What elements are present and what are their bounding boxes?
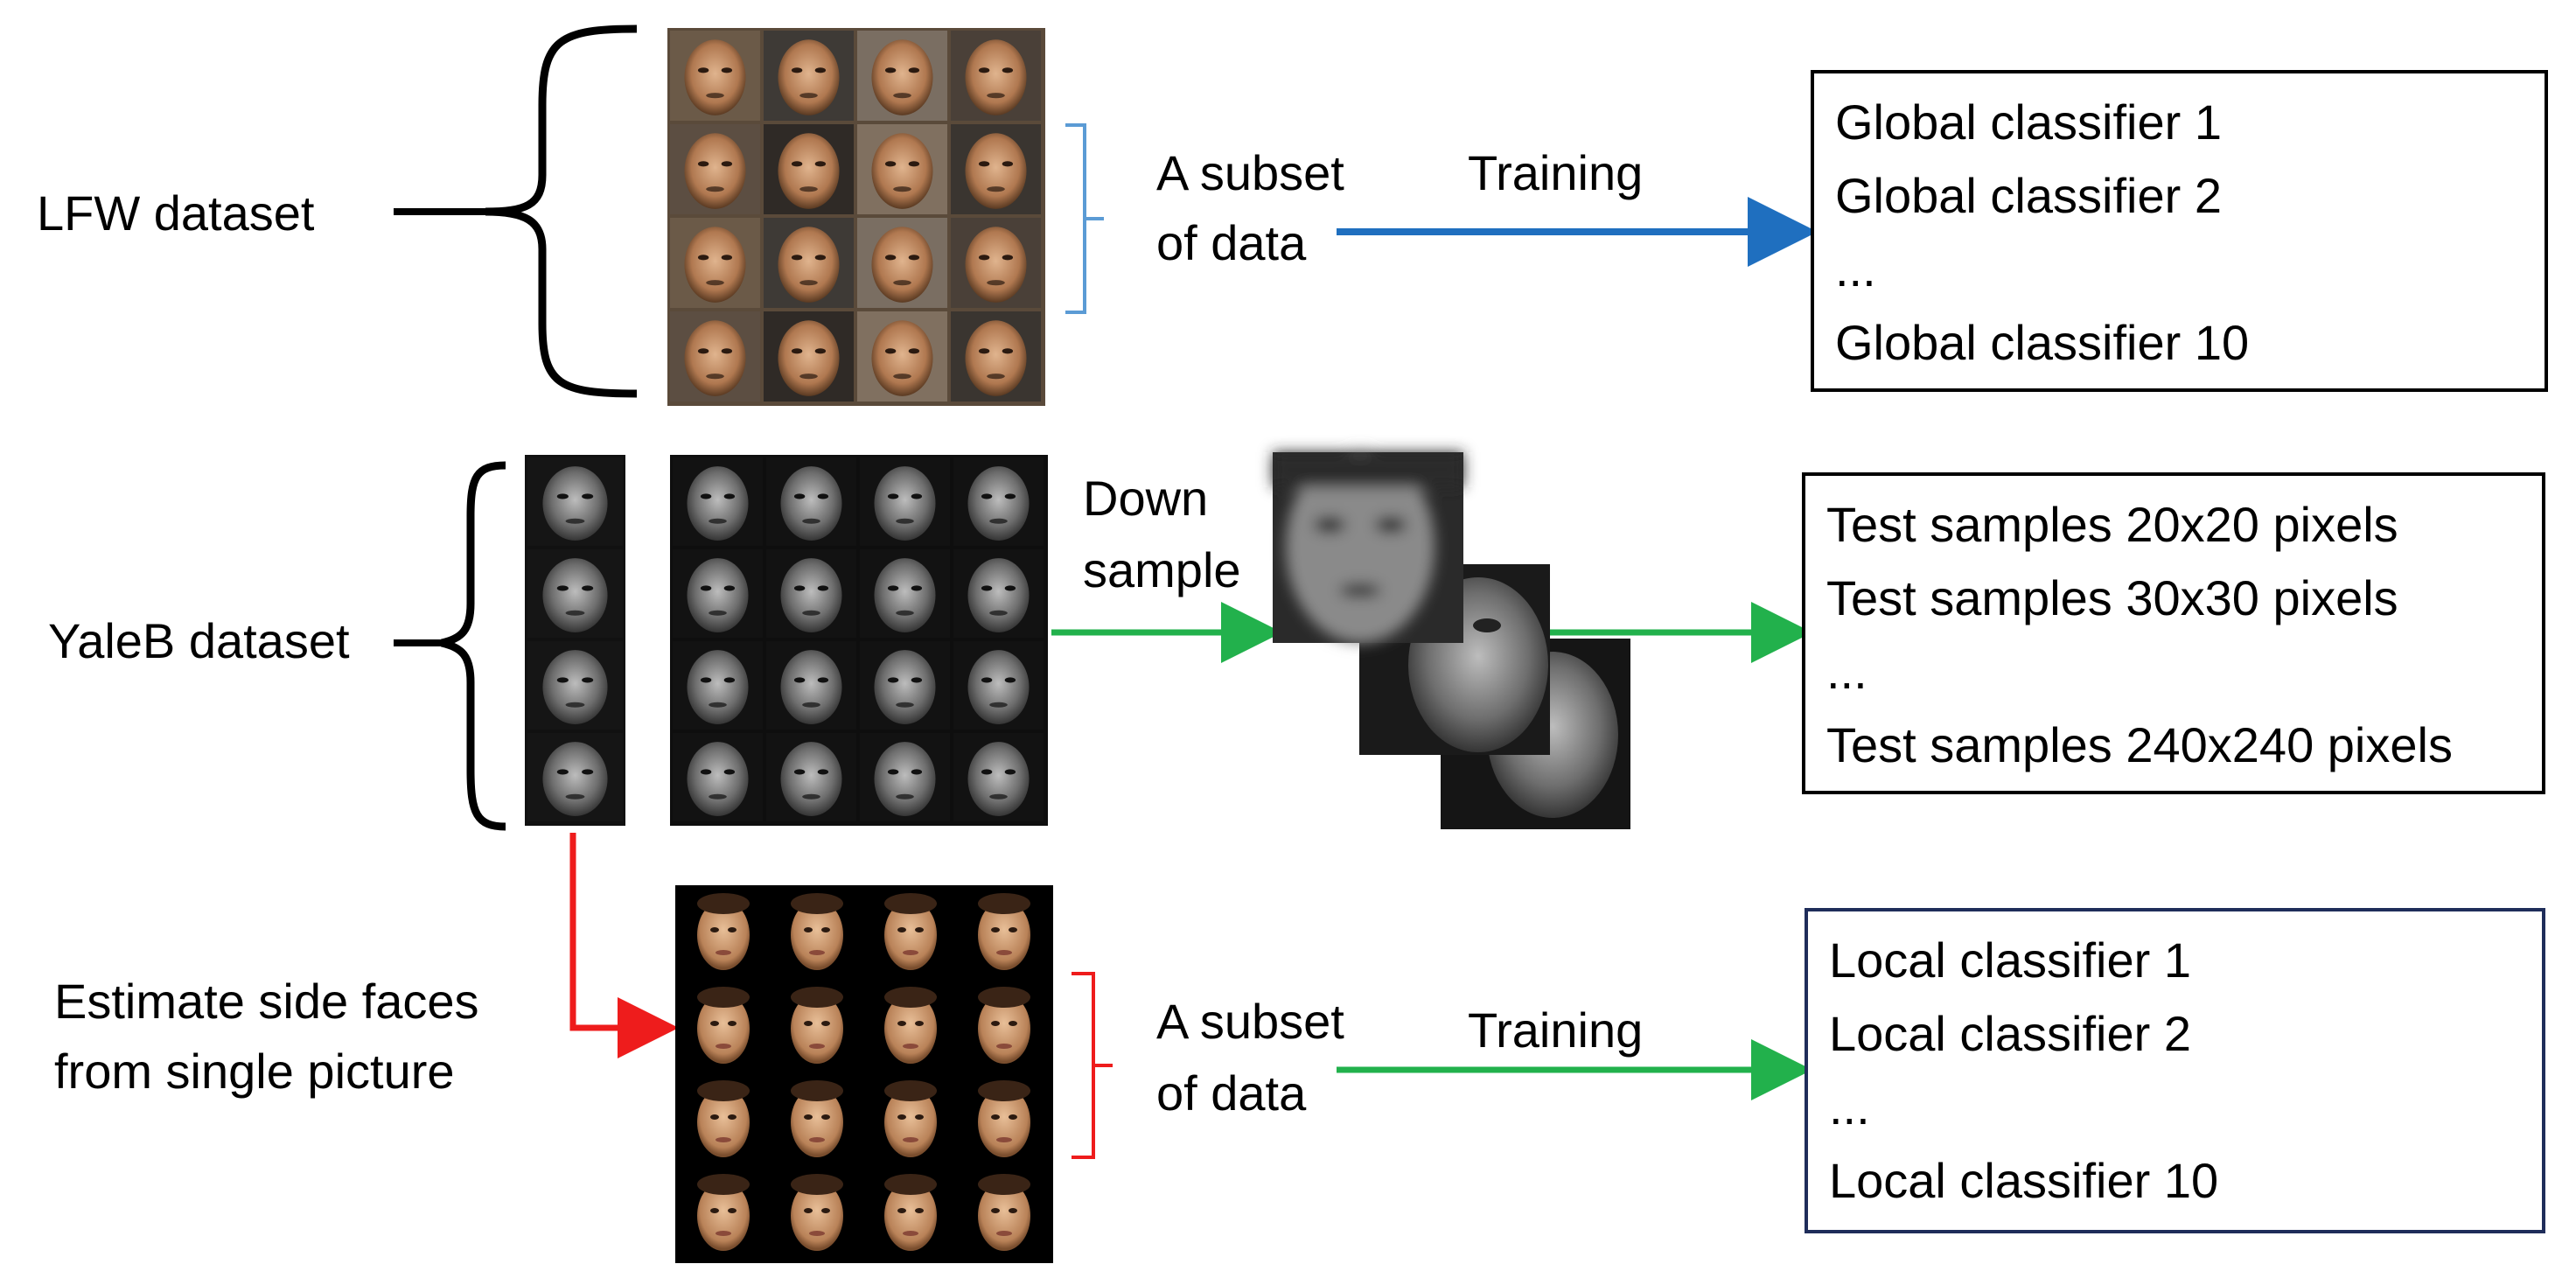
local-classifiers-box: Local classifier 1 Local classifier 2 ..… [1805, 908, 2545, 1233]
yaleb-face-thumbnail [860, 641, 950, 730]
yaleb-face-thumbnail [766, 733, 856, 821]
yaleb-face-thumbnail [953, 641, 1044, 730]
lfw-face-thumbnail [670, 31, 760, 121]
side-face-thumbnail [884, 1080, 937, 1157]
yaleb-face-thumbnail [766, 549, 856, 638]
yaleb-face-thumbnail [953, 733, 1044, 821]
yaleb-face-thumbnail [673, 549, 763, 638]
yaleb-face-thumbnail [673, 733, 763, 821]
downsampled-face-stack [1273, 450, 1630, 829]
global-classifiers-box: Global classifier 1 Global classifier 2 … [1811, 70, 2548, 392]
lfw-face-thumbnail [764, 311, 854, 402]
test-sample-ellipsis: ... [1826, 644, 1867, 699]
side-face-thumbnail [697, 1080, 750, 1157]
lfw-face-thumbnail [951, 124, 1041, 214]
test-sample-item: Test samples 240x240 pixels [1826, 717, 2453, 772]
side-faces-label-line1: Estimate side faces [54, 974, 479, 1029]
lfw-subset-label-line2: of data [1156, 215, 1307, 270]
yaleb-face-thumbnail [527, 457, 623, 546]
global-classifier-item: Global classifier 1 [1835, 94, 2222, 150]
local-classifier-item: Local classifier 10 [1829, 1153, 2219, 1208]
global-classifier-item: Global classifier 2 [1835, 168, 2222, 223]
yaleb-face-thumbnail [766, 457, 856, 546]
lfw-face-thumbnail [764, 31, 854, 121]
yaleb-face-thumbnail [527, 641, 623, 730]
lfw-face-thumbnail [857, 218, 947, 308]
yaleb-illumination-grid [670, 455, 1048, 826]
yaleb-face-thumbnail [673, 457, 763, 546]
downsampled-face-front [1273, 450, 1463, 643]
downsample-label-line2: sample [1083, 542, 1241, 597]
global-classifier-item: Global classifier 10 [1835, 315, 2250, 370]
side-face-thumbnail [791, 893, 843, 970]
side-face-thumbnail [978, 1080, 1030, 1157]
side-faces-label-line2: from single picture [54, 1044, 455, 1099]
yaleb-face-thumbnail [953, 549, 1044, 638]
lfw-curly-brace [485, 24, 638, 398]
side-face-thumbnail [791, 987, 843, 1064]
side-training-label: Training [1468, 1002, 1644, 1058]
lfw-face-thumbnail [670, 124, 760, 214]
lfw-face-thumbnail [857, 31, 947, 121]
side-face-thumbnail [697, 987, 750, 1064]
downsample-label-line1: Down [1083, 471, 1209, 526]
side-face-thumbnail [884, 987, 937, 1064]
local-classifier-item: Local classifier 1 [1829, 932, 2191, 988]
lfw-face-thumbnail [951, 218, 1041, 308]
side-face-thumbnail [978, 1174, 1030, 1251]
yaleb-curly-brace [440, 461, 506, 831]
yaleb-face-thumbnail [860, 733, 950, 821]
lfw-face-thumbnail [951, 311, 1041, 402]
side-face-thumbnail [791, 1080, 843, 1157]
estimate-arrow [569, 833, 679, 1058]
lfw-subset-bracket [1065, 123, 1104, 314]
lfw-face-thumbnail [764, 218, 854, 308]
lfw-face-thumbnail [951, 31, 1041, 121]
lfw-face-thumbnail [670, 218, 760, 308]
lfw-face-thumbnail [857, 311, 947, 402]
yaleb-face-thumbnail [860, 457, 950, 546]
yaleb-face-thumbnail [953, 457, 1044, 546]
lfw-subset-label-line1: A subset [1156, 145, 1344, 200]
side-face-grid [675, 885, 1053, 1263]
yaleb-face-thumbnail [860, 549, 950, 638]
side-face-thumbnail [884, 893, 937, 970]
yaleb-face-thumbnail [766, 641, 856, 730]
yaleb-face-thumbnail [527, 733, 623, 821]
side-face-thumbnail [884, 1174, 937, 1251]
lfw-dataset-label: LFW dataset [37, 185, 315, 241]
side-subset-label-line1: A subset [1156, 994, 1344, 1049]
side-face-thumbnail [791, 1174, 843, 1251]
lfw-face-thumbnail [857, 124, 947, 214]
test-samples-box: Test samples 20x20 pixels Test samples 3… [1802, 472, 2545, 794]
yaleb-face-thumbnail [527, 549, 623, 638]
yaleb-face-thumbnail [673, 641, 763, 730]
side-face-thumbnail [697, 1174, 750, 1251]
yaleb-dataset-label: YaleB dataset [48, 613, 350, 668]
lfw-training-label: Training [1468, 145, 1644, 200]
side-face-thumbnail [978, 893, 1030, 970]
side-subset-label-line2: of data [1156, 1065, 1307, 1121]
yaleb-column-faces [525, 455, 625, 826]
test-sample-item: Test samples 20x20 pixels [1826, 497, 2398, 552]
side-subset-bracket [1072, 972, 1113, 1159]
global-classifier-ellipsis: ... [1835, 241, 1876, 297]
side-face-thumbnail [978, 987, 1030, 1064]
lfw-face-thumbnail [670, 311, 760, 402]
side-face-thumbnail [697, 893, 750, 970]
lfw-face-grid [667, 28, 1045, 406]
lfw-face-thumbnail [764, 124, 854, 214]
test-sample-item: Test samples 30x30 pixels [1826, 570, 2398, 625]
local-classifier-ellipsis: ... [1829, 1079, 1870, 1135]
local-classifier-item: Local classifier 2 [1829, 1006, 2191, 1061]
